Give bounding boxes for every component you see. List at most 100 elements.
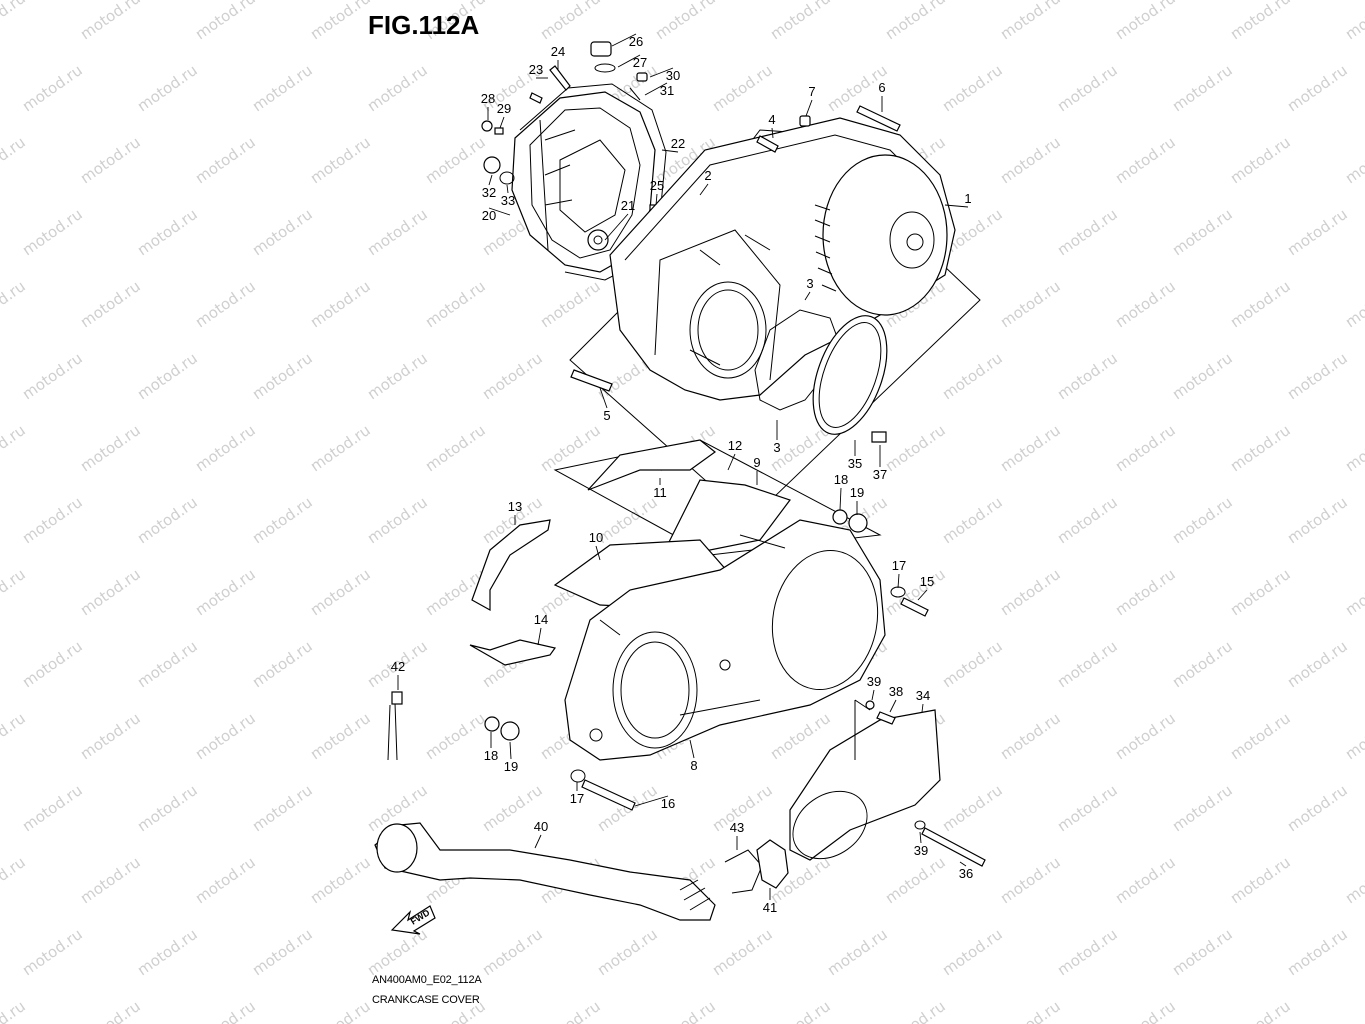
watermark-text: motod.ru	[77, 277, 144, 331]
figure-code: AN400AM0_E02_112A	[372, 974, 482, 986]
figure-title: FIG.112A	[368, 10, 480, 40]
watermark-text: motod.ru	[0, 133, 29, 187]
watermark-text: motod.ru	[939, 61, 1006, 115]
watermark-text: motod.ru	[307, 853, 374, 907]
callout-number: 10	[589, 530, 603, 545]
callout-number: 29	[497, 101, 511, 116]
callout-number: 22	[671, 136, 685, 151]
callout-number: 6	[878, 80, 885, 95]
watermark-text: motod.ru	[134, 349, 201, 403]
watermark-text: motod.ru	[1227, 133, 1294, 187]
callout-leader	[805, 99, 813, 117]
watermark-text: motod.ru	[652, 0, 719, 43]
callout-number: 25	[650, 178, 664, 193]
watermark-text: motod.ru	[652, 997, 719, 1024]
callout-number: 18	[834, 472, 848, 487]
callout-number: 26	[629, 34, 643, 49]
watermark-text: motod.ru	[939, 925, 1006, 979]
watermark-text: motod.ru	[1169, 61, 1236, 115]
callout-leader	[689, 739, 695, 759]
watermark-text: motod.ru	[249, 781, 316, 835]
watermark-text: motod.ru	[1342, 709, 1365, 763]
watermark-text: motod.ru	[997, 0, 1064, 43]
watermark-text: motod.ru	[1112, 0, 1179, 43]
callout-leader	[599, 387, 608, 409]
watermark-text: motod.ru	[134, 925, 201, 979]
watermark-text: motod.ru	[192, 421, 259, 475]
watermark-text: motod.ru	[1227, 565, 1294, 619]
watermark-text: motod.ru	[1227, 421, 1294, 475]
watermark-text: motod.ru	[77, 133, 144, 187]
watermark-text: motod.ru	[249, 925, 316, 979]
watermark-text: motod.ru	[537, 997, 604, 1024]
callout-leader	[804, 291, 811, 301]
watermark-text: motod.ru	[1112, 133, 1179, 187]
watermark-text: motod.ru	[1284, 637, 1351, 691]
watermark-text: motod.ru	[1342, 565, 1365, 619]
watermark-text: motod.ru	[882, 853, 949, 907]
callout-number: 12	[728, 438, 742, 453]
watermark-text: motod.ru	[249, 205, 316, 259]
watermark-text: motod.ru	[192, 997, 259, 1024]
callout-number: 34	[916, 688, 930, 703]
watermark-text: motod.ru	[19, 205, 86, 259]
watermark-text: motod.ru	[767, 0, 834, 43]
callout-number: 3	[773, 440, 780, 455]
callout-number: 32	[482, 185, 496, 200]
callout-leader	[644, 82, 668, 96]
watermark-text: motod.ru	[1227, 277, 1294, 331]
watermark-text: motod.ru	[1169, 925, 1236, 979]
callout-leader	[617, 54, 641, 68]
callout-number: 21	[621, 198, 635, 213]
watermark-text: motod.ru	[1054, 637, 1121, 691]
watermark-text: motod.ru	[249, 61, 316, 115]
watermark-text: motod.ru	[134, 637, 201, 691]
watermark-text: motod.ru	[0, 277, 29, 331]
watermark-text: motod.ru	[77, 997, 144, 1024]
watermark-text: motod.ru	[1227, 0, 1294, 43]
callout-number: 41	[763, 900, 777, 915]
watermark-text: motod.ru	[422, 133, 489, 187]
callout-number: 14	[534, 612, 548, 627]
watermark-text: motod.ru	[479, 349, 546, 403]
watermark-text: motod.ru	[939, 493, 1006, 547]
figure-caption: CRANKCASE COVER	[372, 994, 480, 1006]
callout-number: 42	[391, 659, 405, 674]
cover-body-assembly	[387, 439, 929, 811]
watermark-text: motod.ru	[0, 997, 29, 1024]
callout-number: 39	[914, 843, 928, 858]
watermark-text: motod.ru	[997, 133, 1064, 187]
watermark-text: motod.ru	[364, 925, 431, 979]
watermark-text: motod.ru	[0, 565, 29, 619]
callout-leader	[944, 204, 969, 208]
watermark-text: motod.ru	[537, 0, 604, 43]
watermark-text: motod.ru	[307, 421, 374, 475]
watermark-text: motod.ru	[1112, 709, 1179, 763]
callout-number: 43	[730, 820, 744, 835]
callout-leader	[871, 689, 875, 701]
watermark-text: motod.ru	[479, 925, 546, 979]
callout-number: 15	[920, 574, 934, 589]
watermark-text: motod.ru	[0, 0, 29, 43]
air-duct-assembly	[374, 699, 986, 935]
watermark-text: motod.ru	[882, 997, 949, 1024]
watermark-text: motod.ru	[594, 925, 661, 979]
callout-number: 36	[959, 866, 973, 881]
callout-leader	[595, 545, 601, 561]
callout-leader	[488, 207, 511, 216]
callout-number: 37	[873, 467, 887, 482]
watermark-text: motod.ru	[767, 997, 834, 1024]
watermark-text: motod.ru	[0, 709, 29, 763]
watermark-text: motod.ru	[1342, 997, 1365, 1024]
watermark-text: motod.ru	[307, 277, 374, 331]
watermark-text: motod.ru	[594, 493, 661, 547]
callout-number: 1	[964, 191, 971, 206]
watermark-text: motod.ru	[249, 637, 316, 691]
callout-number: 40	[534, 819, 548, 834]
callout-number: 13	[508, 499, 522, 514]
watermark-text: motod.ru	[709, 61, 776, 115]
callout-number: 24	[551, 44, 565, 59]
callout-number: 38	[889, 684, 903, 699]
watermark-text: motod.ru	[767, 709, 834, 763]
